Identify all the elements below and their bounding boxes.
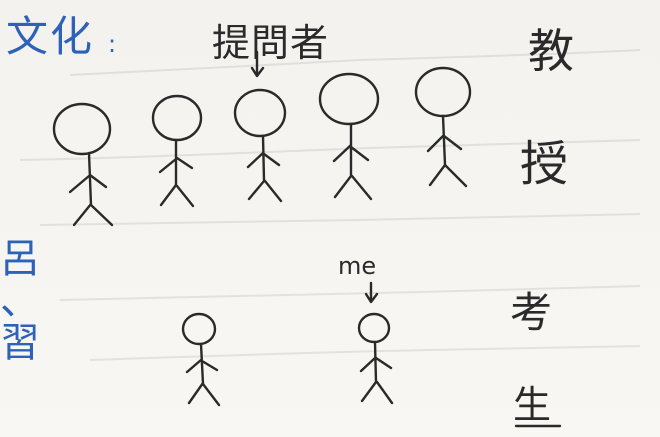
stick-figure-head [414,66,472,118]
left-margin-fragments: 呂 、 習 [0,238,40,364]
stick-figure-bottom-1 [181,312,221,407]
professor-label-part-2: 授 [520,136,569,192]
stick-figure-head [151,94,203,142]
stick-figure-head [233,88,287,138]
stick-figure-top-3 [233,88,287,203]
stick-figure-top-4 [318,72,380,201]
left-fragment: 、 [0,278,40,324]
bleed-mark [39,213,641,226]
stick-figure-top-1 [52,102,114,227]
professor-label-part-1: 教 [528,24,574,78]
culture-label: 文化 [6,12,95,61]
left-fragment: 習 [0,320,40,366]
asker-label: 提問者 [212,21,330,65]
stick-figure-head [52,102,112,156]
stick-figure-body [185,342,221,407]
stick-figure-top-2 [151,94,203,208]
stick-figure-body [68,151,114,227]
stick-figure-bottom-2 [357,312,394,405]
me-label: me [338,252,377,280]
stick-figure-body [332,122,373,201]
stick-figure-body [426,114,468,188]
stick-figure-body [246,134,283,203]
stick-figure-head [318,72,380,126]
stick-figure-body [359,340,394,405]
stick-figure-head [181,312,217,346]
left-fragment: 呂 [0,236,40,282]
stick-figure-body [158,138,195,208]
bleed-mark [59,285,641,301]
examinee-label-part-2: 生 [513,383,552,427]
examinee-label-part-1: 考 [510,288,553,337]
bleed-mark [89,345,641,361]
pointer-arrow-me [364,281,379,304]
culture-colon: : [108,30,117,58]
stick-figure-top-5 [414,66,472,188]
stick-figure-head [357,312,391,344]
